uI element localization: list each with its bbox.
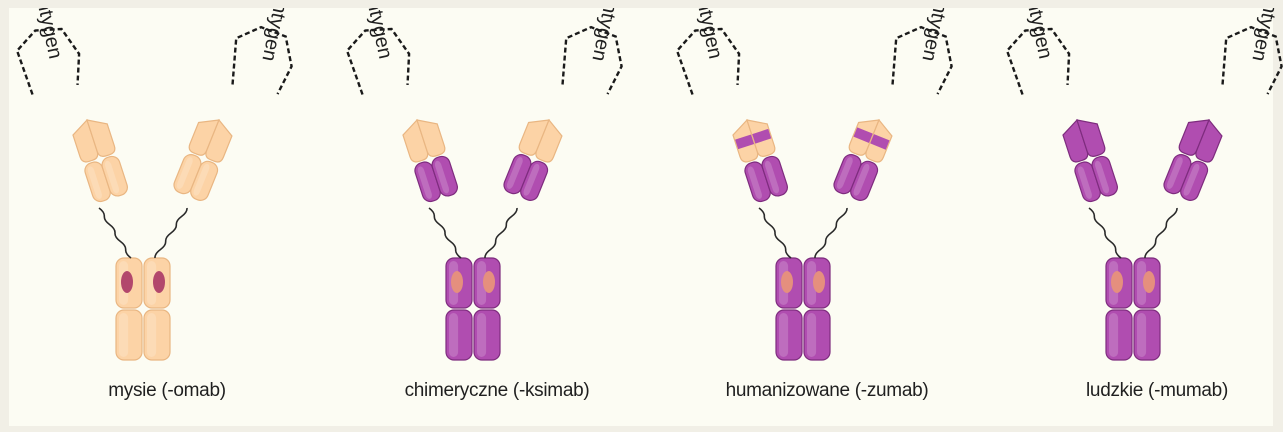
right-arm [832,113,896,203]
antigen-label: antygen [30,8,66,61]
antibody-mouse: antygen antygen [9,8,325,378]
left-arm [400,114,460,203]
right-antigen: antygen [227,8,307,96]
antigen-label: antygen [1020,8,1056,61]
hinge-linker [815,208,847,258]
left-antigen: antygen [339,8,415,96]
glycan-spot [483,271,495,293]
antigen-label: antygen [587,8,623,63]
right-antigen: antygen [1217,8,1283,96]
antibody-human: antygen antygen [999,8,1283,378]
antigen-label: antygen [690,8,726,61]
antigen-label: antygen [1247,8,1283,63]
antigen-label: antygen [917,8,953,63]
glycan-spot [451,271,463,293]
antibody-panel-human: antygen antygen ludzkie (-mumab) [999,8,1283,426]
antigen-label: antygen [257,8,293,63]
antibody-type-caption: mysie (-omab) [9,380,325,402]
antibody-humanized: antygen antygen [669,8,985,378]
hinge-linker [429,208,461,258]
antibody-chimeric: antygen antygen [339,8,655,378]
left-arm [730,114,790,203]
antibody-type-caption: humanizowane (-zumab) [669,380,985,402]
right-arm [502,113,566,203]
hinge-linker [1145,208,1177,258]
glycan-spot [121,271,133,293]
right-antigen: antygen [557,8,637,96]
left-arm [70,114,130,203]
glycan-spot [153,271,165,293]
fc-stem [1106,258,1160,360]
antibody-panel-humanized: antygen antygen humanizowane (-zumab) [669,8,985,426]
left-arm [1060,114,1120,203]
glycan-spot [1143,271,1155,293]
glycan-spot [781,271,793,293]
hinge-linker [99,208,131,258]
right-antigen: antygen [887,8,967,96]
left-antigen: antygen [999,8,1075,96]
hinge-linker [485,208,517,258]
antibody-type-caption: chimeryczne (-ksimab) [339,380,655,402]
fc-stem [446,258,500,360]
fc-stem [776,258,830,360]
left-antigen: antygen [9,8,85,96]
fc-stem [116,258,170,360]
right-arm [1162,113,1226,203]
antibody-type-caption: ludzkie (-mumab) [999,380,1283,402]
right-arm [172,113,236,203]
hinge-linker [1089,208,1121,258]
antigen-label: antygen [360,8,396,61]
glycan-spot [1111,271,1123,293]
hinge-linker [759,208,791,258]
antibody-panel-mouse: antygen antygen mysie (-omab) [9,8,325,426]
glycan-spot [813,271,825,293]
hinge-linker [155,208,187,258]
left-antigen: antygen [669,8,745,96]
antibody-panel-chimeric: antygen antygen chimeryczne (-ksimab) [339,8,655,426]
